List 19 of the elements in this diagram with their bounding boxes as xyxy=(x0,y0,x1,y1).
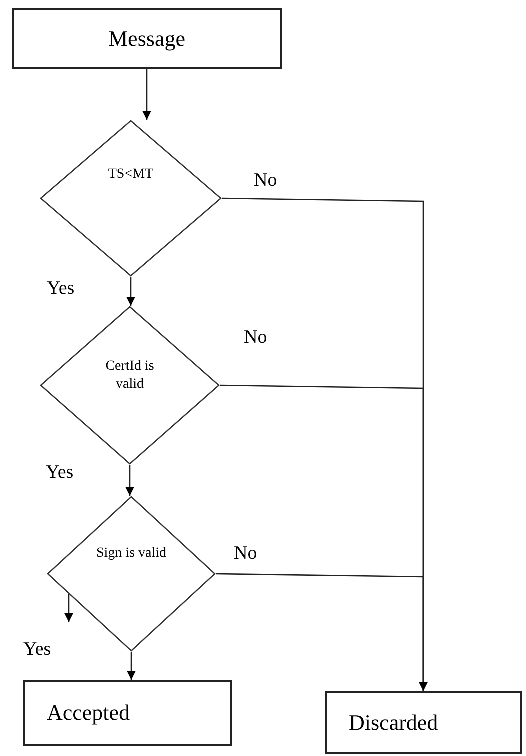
arrow xyxy=(64,594,74,622)
decision-label: Sign is valid xyxy=(96,545,166,563)
connector-arrow xyxy=(126,465,134,496)
process-box xyxy=(23,680,232,746)
edge-label: No xyxy=(252,170,280,190)
decision-diamond xyxy=(40,306,220,465)
box-label: Message xyxy=(108,24,186,52)
connector-arrow xyxy=(127,652,136,680)
process-box xyxy=(12,8,282,69)
edge-label: No xyxy=(242,328,270,346)
decision-label: CertId is valid xyxy=(104,358,156,393)
process-box xyxy=(325,691,522,754)
decision-label: TS<MT xyxy=(108,166,154,184)
connector-arrow xyxy=(216,573,428,691)
box-label: Accepted xyxy=(47,699,130,727)
decision-diamond xyxy=(40,120,222,277)
box-label: Discarded xyxy=(349,708,438,736)
connector-arrow xyxy=(142,69,152,120)
connector-arrow xyxy=(126,277,136,306)
